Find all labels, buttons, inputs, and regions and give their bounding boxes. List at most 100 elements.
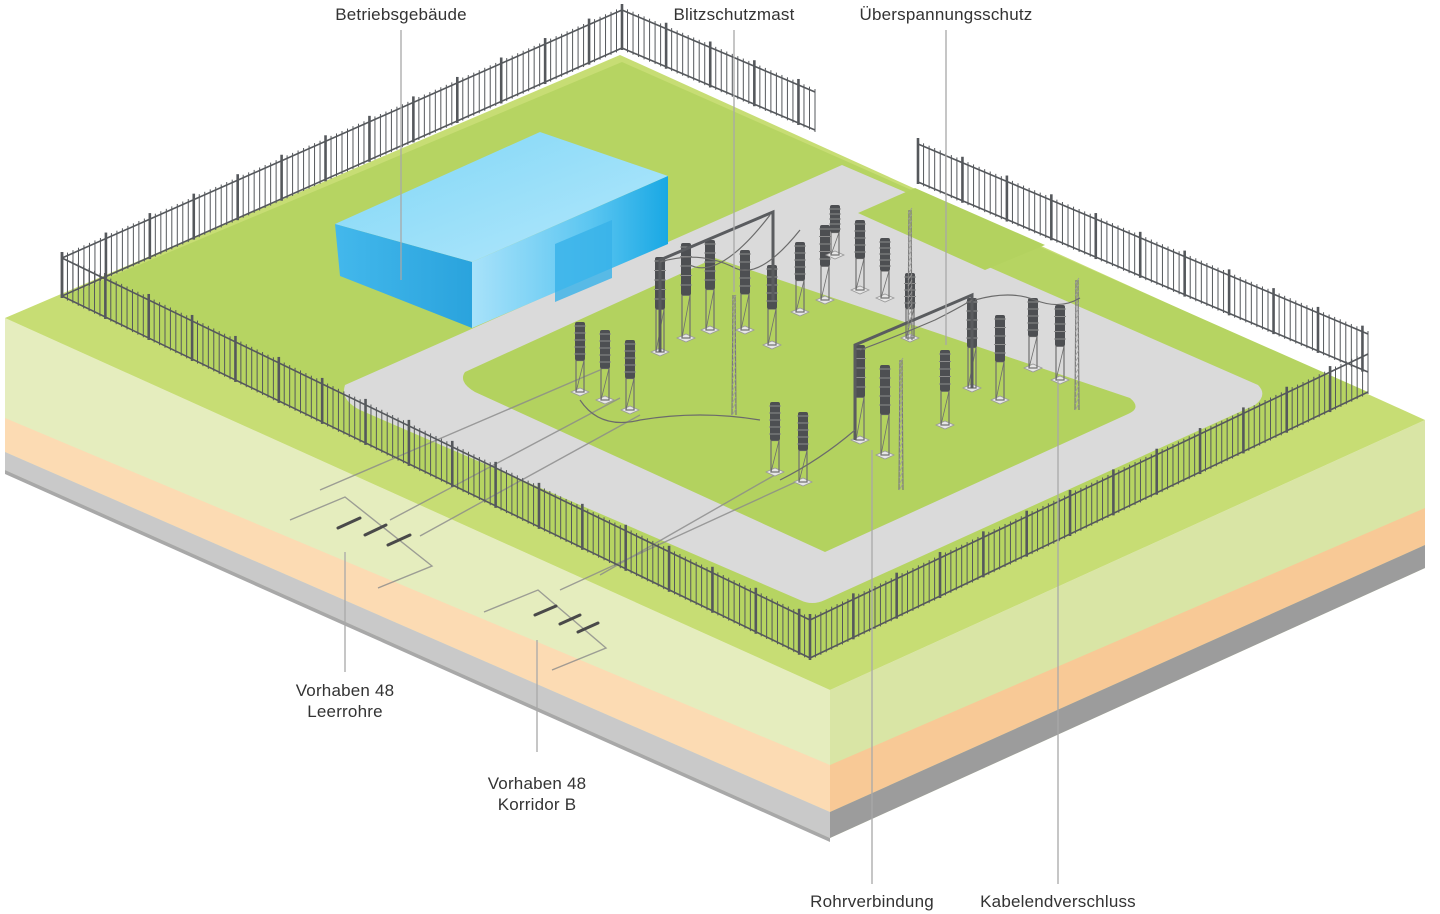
mast-lattice [1074,289,1080,297]
insulator [1050,305,1070,385]
mast-lattice [731,330,737,338]
insulator-brace [855,397,865,441]
mast-lattice [907,321,913,329]
fence-top-rail [621,9,816,93]
mast-lattice [1074,349,1080,357]
label-ueberspannungsschutz: Überspannungsschutz [859,5,1033,24]
conductor [659,229,801,271]
fence-bottom-rail [621,47,816,131]
mast-lattice [898,477,904,485]
mast-leg [1074,279,1077,411]
mast-lattice [898,375,904,383]
insulator [676,243,696,343]
mast-lattice [907,249,913,257]
mast-leg [734,294,737,416]
mast-lattice [898,459,904,467]
mast-lattice [907,309,913,317]
mast-lattice [907,315,913,323]
insulator [700,240,720,335]
mast-lattice [907,219,913,227]
fence-bottom-rail [917,181,1369,373]
insulator-brace [940,391,950,426]
mast-lattice [907,285,913,293]
insulator-brace [681,295,691,339]
buried-conduits [289,369,801,671]
lightning-mast-2 [907,207,913,341]
mast-lattice [898,435,904,443]
mast-lattice [907,207,913,215]
insulator [875,365,895,460]
mast-lattice [907,243,913,251]
mast-lattice [907,237,913,245]
mast-lattice [1074,397,1080,405]
insulator-brace [625,378,635,411]
insulator-body [820,225,830,267]
rock-layer-left [5,452,830,838]
portal-frame-1 [658,209,775,352]
insulator-brace [830,232,840,256]
mast-lattice [907,225,913,233]
mast-lattice [1074,385,1080,393]
label-leerrohre-line1: Vorhaben 48 [295,681,395,700]
mast-lattice [1074,325,1080,333]
label-kabelendverschluss: Kabelendverschluss [980,892,1136,911]
mast-lattice [1074,391,1080,399]
label-rohrverbindung: Rohrverbindung [810,892,934,911]
mast-lattice [1074,283,1080,291]
mast-lattice [907,303,913,311]
insulator-brace [1028,336,1038,369]
conductor [779,429,856,481]
lightning-mast-3 [1074,277,1080,411]
insulator [793,412,813,487]
access-road [344,165,1263,603]
insulator-body [940,350,950,392]
mast-lattice [898,399,904,407]
insulator-body [880,365,890,415]
insulator-body [1028,298,1038,337]
insulator-brace [600,368,610,401]
insulator-brace [880,270,890,299]
mast-leg [907,209,910,341]
mast-lattice [1074,331,1080,339]
mast-lattice [731,324,737,332]
insulator-brace [855,258,865,291]
label-korridor-line1: Vorhaben 48 [487,774,587,793]
insulator [790,242,810,317]
rock-base-left [5,470,830,842]
mast-lattice [731,354,737,362]
conductor [859,299,973,351]
mast-lattice [898,387,904,395]
perimeter-fence [60,4,1369,660]
label-betriebsgebaeude: Betriebsgebäude [335,5,467,24]
portal-beam [853,292,974,440]
mast-lattice [898,429,904,437]
label-korridor: Vorhaben 48 Korridor B [457,773,617,815]
mast-lattice [898,405,904,413]
mast-lattice [1074,301,1080,309]
mast-lattice [898,357,904,365]
mast-lattice [898,447,904,455]
insulator-brace [880,414,890,456]
mast-lattice [907,291,913,299]
mast-lattice [907,213,913,221]
mast-lattice [731,378,737,386]
fence-segment-5 [916,138,1369,374]
mast-lattice [731,342,737,350]
mast-lattice [1074,313,1080,321]
insulator [765,402,785,477]
mast-lattice [898,369,904,377]
insulator [570,322,590,397]
mast-lattice [731,360,737,368]
label-blitzschutzmast: Blitzschutzmast [673,5,795,24]
soil-layer-left [5,418,830,812]
fence-top-rail [809,353,1369,621]
fence-bottom-rail [809,391,1369,659]
fence-top-rail [917,143,1369,335]
insulator [875,238,895,303]
switchyard-equipment [570,205,1081,491]
mast-lattice [898,453,904,461]
mast-lattice [731,336,737,344]
mast-lattice [898,441,904,449]
portal-frame-2 [853,292,974,440]
insulator [595,330,615,405]
